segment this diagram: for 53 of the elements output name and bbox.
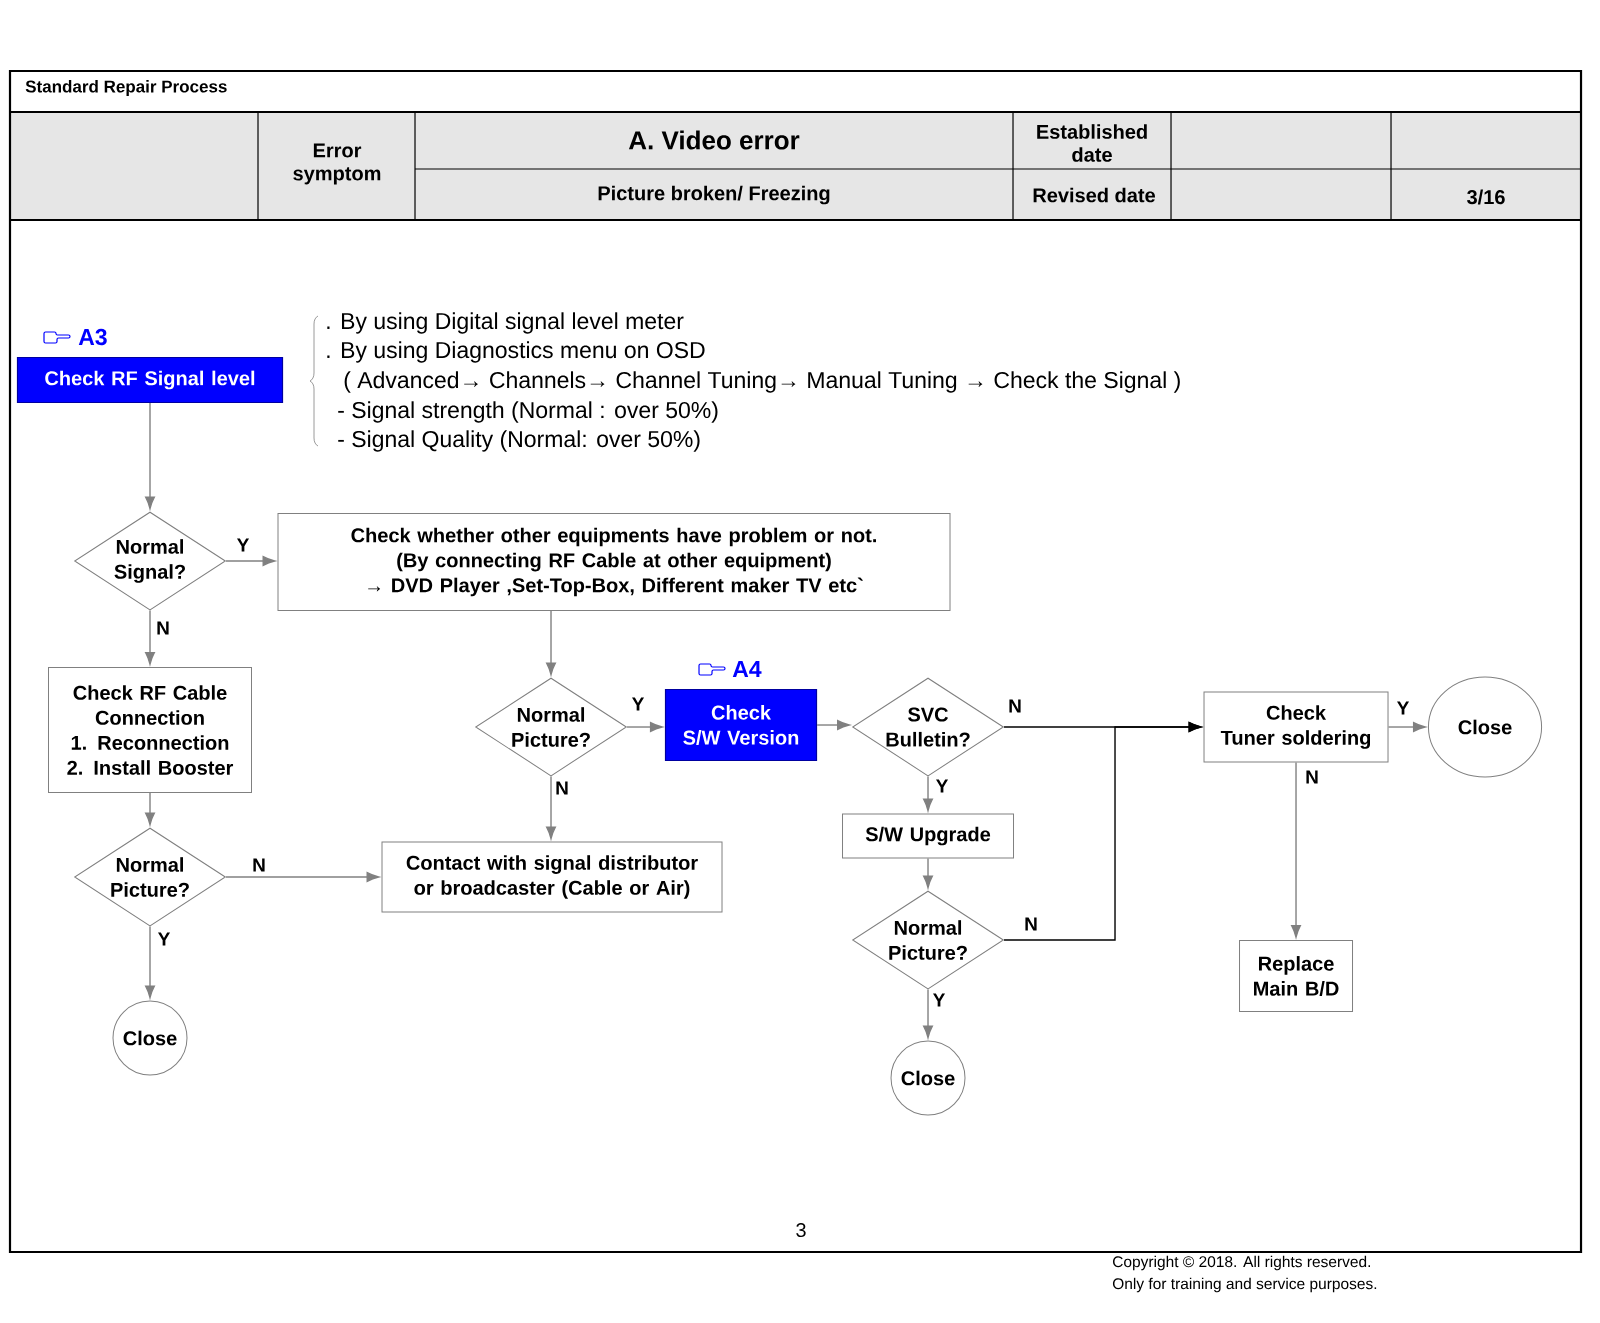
arrow [923,988,933,1039]
process-box: S/W Upgrade [842,813,1014,859]
arrow [225,556,276,566]
arrow [923,775,933,812]
edge-label: Y [235,537,251,553]
process-box: Check RF Cable Connection 1. Reconnection 2. Install Booster [48,667,252,793]
arrow [145,609,155,665]
edge-label: Y [931,992,947,1008]
edge-label: Y [156,931,172,947]
copyright-text: Copyright © 2018. All rights reserved. [1113,1255,1370,1271]
edge-label: N [155,620,171,636]
arrow [923,857,933,889]
note-text: ( Advanced→ Channels→ Channel Tuning→ Manual Tuning → Check the Signal ) [344,371,1180,393]
note-text: - Signal Quality (Normal: over 50%) [338,430,700,452]
arrow [225,872,380,882]
arrow [546,775,556,840]
process-box: Check RF Signal level [16,356,284,404]
edge-label: Y [934,778,950,794]
arrow [1291,761,1301,938]
edge-label: N [1023,916,1039,932]
arrow [1003,722,1202,941]
page-number: 3 [796,1222,806,1238]
arrow [626,722,663,732]
edge-label: N [1007,698,1023,714]
header-cell: Revised date [1033,187,1155,203]
copyright-text: Only for training and service purposes. [1112,1277,1377,1293]
note-text: - Signal strength (Normal : over 50%) [338,401,718,423]
arrow [145,925,155,999]
process-box: Replace Main B/D [1239,940,1353,1012]
process-box: Check Tuner soldering [1203,691,1389,763]
arrow [145,792,155,826]
reference-label: A4 [732,661,762,677]
edge-label: N [251,857,267,873]
note-text: . By using Diagnostics menu on OSD [327,341,705,363]
arrow [816,720,850,730]
process-box: Contact with signal distributor or broadcaster (Cable or Air) [381,841,723,913]
edge-label: N [554,780,570,796]
edge-label: Y [630,696,646,712]
header-cell: A. Video error [628,130,800,150]
process-box: Check S/W Version [664,688,818,762]
arrow [1387,722,1426,732]
header-cell: 3/16 [1467,189,1505,205]
reference-label: A3 [78,328,107,346]
note-text: . By using Digital signal level meter [327,312,684,334]
header-cell: Established date [1037,124,1147,162]
edge-label: N [1304,769,1320,785]
arrow [546,610,556,676]
header-title: Standard Repair Process [25,80,227,96]
header-cell: Error symptom [293,143,381,185]
arrow [145,402,155,510]
header-cell: Picture broken/ Freezing [598,185,830,205]
process-box: Check whether other equipments have problem or not. (By connecting RF Cable at other equipment) → DVD Player ,Set-Top-Box, Different maker TV etc` [277,513,951,611]
edge-label: Y [1395,700,1411,716]
